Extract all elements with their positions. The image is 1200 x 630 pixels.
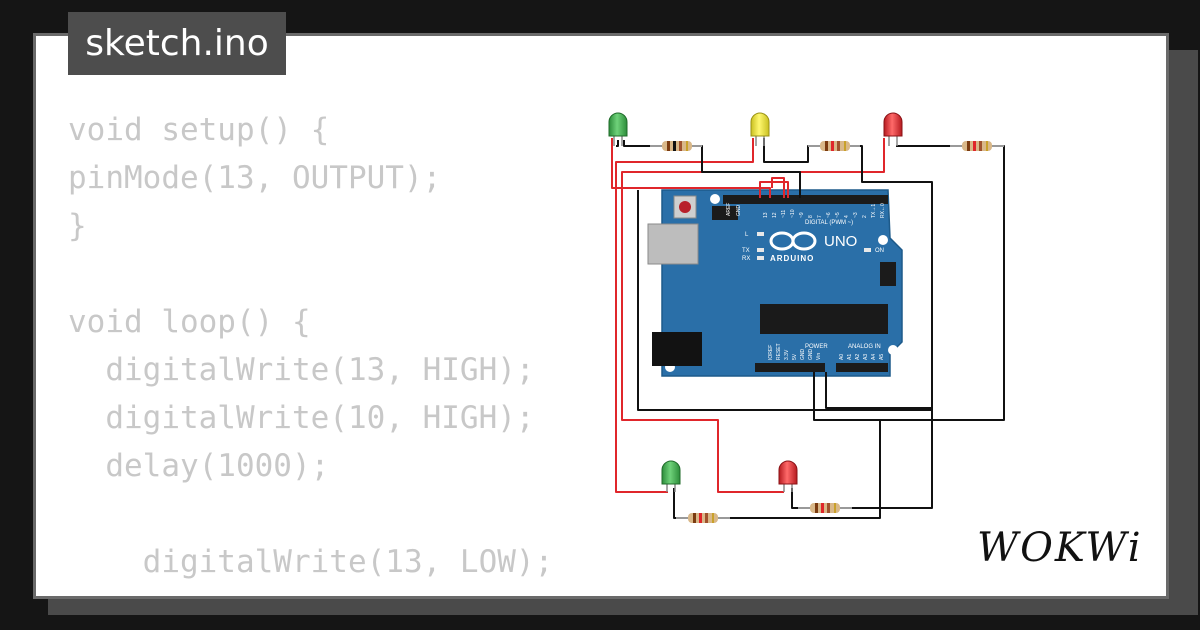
red-wire (621, 138, 885, 493)
pin-label: A0 (839, 354, 845, 360)
pin-label: A1 (847, 354, 853, 360)
mounting-hole (888, 345, 898, 355)
onboard-led (757, 248, 764, 252)
digital-label: DIGITAL (PWM ~) (805, 220, 853, 226)
rx-label: RX (742, 256, 750, 262)
gnd-label: GND (736, 205, 742, 217)
red-wire (615, 138, 754, 493)
code-preview: void setup() { pinMode(13, OUTPUT);} void … (68, 106, 554, 596)
pin-label: ~5 (835, 212, 841, 218)
pin-label: 4 (844, 215, 850, 218)
resistor[interactable] (676, 513, 730, 523)
reset-button[interactable] (673, 195, 697, 219)
onboard-led (757, 232, 764, 236)
pin-label: GND (800, 349, 806, 361)
pin-label: 5V (792, 353, 798, 360)
file-tab[interactable]: sketch.ino (68, 12, 286, 75)
black-wire (616, 140, 619, 147)
code-line: void loop() { (68, 304, 311, 340)
pin-label: A2 (855, 354, 861, 360)
atmega-chip (760, 304, 888, 334)
pin-label: ~9 (799, 212, 805, 218)
power-jack (652, 332, 702, 366)
tx-label: TX (742, 248, 750, 254)
pin-label: Vin (816, 353, 822, 360)
black-wire (673, 488, 684, 519)
pin-label: RESET (776, 343, 782, 360)
black-wire (825, 372, 933, 509)
wires (611, 138, 1005, 519)
led-green-top[interactable] (608, 112, 628, 146)
pin-label: TX→1 (871, 204, 877, 218)
wokwi-logo: WOKWi (977, 525, 1143, 571)
red-wire (611, 138, 771, 198)
aref-label: AREF (726, 203, 732, 216)
resistor[interactable] (808, 141, 860, 151)
resistor[interactable] (798, 503, 852, 513)
code-line: digitalWrite(10, HIGH); (68, 400, 535, 436)
icsp-header (880, 262, 896, 286)
pin-label: GND (808, 349, 814, 361)
red-wire (759, 181, 789, 198)
l-label: L (745, 232, 749, 238)
preview-card: void setup() { pinMode(13, OUTPUT);} void … (33, 33, 1169, 599)
code-line: digitalWrite(13, HIGH); (68, 352, 535, 388)
board-brand-label: ARDUINO (770, 254, 814, 263)
code-line: pinMode(13, OUTPUT); (68, 160, 442, 196)
mounting-hole (878, 235, 888, 245)
icsp-header (712, 206, 738, 220)
board-model-label: UNO (824, 233, 857, 250)
resistor[interactable] (950, 141, 1004, 151)
arduino-logo-icon (769, 231, 817, 251)
pin-label: 2 (862, 215, 868, 218)
digital-header (723, 195, 888, 204)
mounting-hole (710, 194, 720, 204)
pin-label: ~10 (790, 209, 796, 218)
pin-label: A5 (879, 354, 885, 360)
usb-port (647, 223, 699, 265)
analog-label: ANALOG IN (848, 344, 881, 350)
pin-label: 12 (772, 212, 778, 218)
pin-label: ~11 (781, 210, 787, 218)
code-line: delay(1000); (68, 448, 330, 484)
black-wire (728, 420, 881, 519)
pin-label: 13 (763, 212, 769, 218)
red-wire (771, 177, 785, 198)
pin-label: 8 (808, 215, 814, 218)
arduino-uno-board[interactable]: UNO ARDUINO DIGITAL (PWM ~) POWER ANALOG… (647, 189, 903, 377)
resistor[interactable] (650, 141, 702, 151)
pin-label: A4 (871, 354, 877, 360)
led-yellow-top[interactable] (750, 112, 770, 146)
black-wire (791, 488, 806, 509)
pin-label: 7 (817, 215, 823, 218)
led-red-top[interactable] (883, 112, 903, 146)
power-header (755, 363, 825, 372)
code-line: digitalWrite(13, HIGH); (68, 586, 553, 596)
onboard-led (757, 256, 764, 260)
black-wire (623, 140, 652, 147)
black-wire (637, 145, 933, 411)
analog-header (836, 363, 888, 372)
pin-label: 3.3V (784, 349, 790, 360)
led-red-bottom[interactable] (778, 460, 798, 492)
code-line: } (68, 208, 87, 244)
power-label: POWER (805, 344, 828, 350)
pin-label: ~6 (826, 212, 832, 218)
pin-label: IOREF (768, 345, 774, 360)
pin-label: ~3 (853, 212, 859, 218)
code-line: void setup() { (68, 112, 330, 148)
pin-label: RX←0 (880, 203, 886, 218)
code-line: digitalWrite(13, LOW); (68, 544, 554, 580)
led-green-bottom[interactable] (661, 460, 681, 492)
onboard-led (864, 248, 871, 252)
pin-label: A3 (863, 354, 869, 360)
on-label: ON (875, 248, 884, 254)
black-wire (763, 138, 818, 163)
